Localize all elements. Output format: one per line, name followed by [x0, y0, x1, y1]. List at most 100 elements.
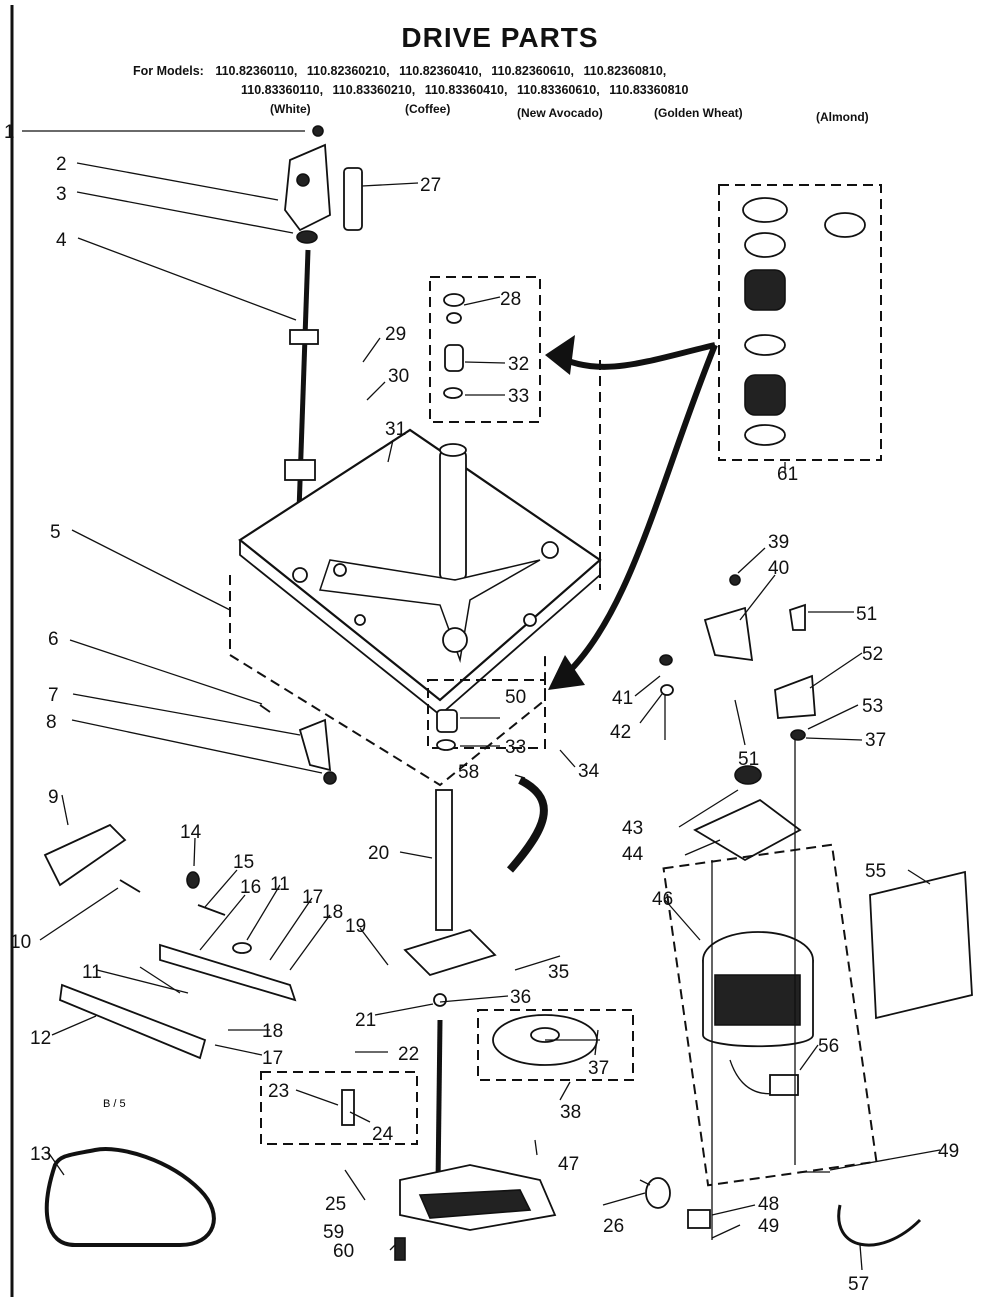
model-number: 110.83360110,: [241, 83, 324, 97]
page-mark: B / 5: [103, 1098, 126, 1110]
part-40-bracket: [703, 606, 754, 662]
part-16-rail: [159, 943, 297, 1002]
callout-23: 23: [268, 1081, 289, 1102]
part-58-arm: [506, 776, 548, 873]
callout-35: 35: [548, 962, 569, 983]
callout-13: 13: [30, 1144, 51, 1165]
spring-kit-box: [718, 184, 882, 461]
callout-14: 14: [180, 822, 202, 843]
callout-32: 32: [508, 354, 529, 375]
callout-40: 40: [768, 558, 789, 579]
arrow-to-part-50: [558, 343, 718, 683]
callout-12: 12: [30, 1028, 51, 1049]
callout-33: 33: [508, 386, 529, 407]
callout-26: 26: [603, 1216, 624, 1237]
callout-61: 61: [777, 464, 798, 485]
part-44-plate: [693, 798, 802, 862]
color-label: (New Avocado): [517, 106, 603, 120]
callout-58: 58: [458, 762, 479, 783]
callout-56: 56: [818, 1036, 839, 1057]
part-9-switch: [43, 823, 127, 887]
callout-16: 16: [240, 877, 261, 898]
arrow-to-bearing-kit: [553, 342, 716, 370]
color-label: (White): [270, 102, 311, 116]
bearing-kit-box: [429, 276, 541, 423]
callout-29: 29: [385, 324, 406, 345]
part-55-panel: [869, 870, 973, 1020]
shift-rod-assembly: [284, 125, 331, 541]
callout-22: 22: [398, 1044, 419, 1065]
callout-9: 9: [48, 787, 59, 808]
callout-11: 11: [82, 962, 102, 983]
callout-18: 18: [262, 1021, 283, 1042]
callout-27: 27: [420, 175, 441, 196]
color-label: (Coffee): [405, 102, 451, 116]
callout-50: 50: [505, 687, 526, 708]
callout-1: 1: [4, 122, 15, 143]
model-number: 110.82360810,: [583, 64, 667, 78]
callout-43: 43: [622, 818, 643, 839]
callout-18: 18: [322, 902, 343, 923]
color-label: (Golden Wheat): [654, 106, 743, 120]
callout-17: 17: [262, 1048, 283, 1069]
models-line-1: For Models: 110.82360110, 110.82360210, …: [133, 64, 666, 78]
leader-lines: [22, 130, 941, 1271]
callout-39: 39: [768, 532, 789, 553]
callout-55: 55: [865, 861, 886, 882]
part-51-bolt: [788, 603, 806, 631]
callout-59: 59: [323, 1222, 344, 1243]
callout-60: 60: [333, 1241, 354, 1262]
callout-5: 5: [50, 522, 61, 543]
part-12-rail: [59, 983, 207, 1060]
callout-4: 4: [56, 230, 67, 251]
motor-46: [702, 931, 814, 1096]
callout-3: 3: [56, 184, 67, 205]
model-number: 110.83360210,: [332, 83, 416, 97]
callout-10: 10: [10, 932, 31, 953]
part-48: [687, 1209, 711, 1229]
callout-31: 31: [385, 419, 406, 440]
part-47: [645, 1177, 671, 1209]
model-number: 110.83360810: [609, 83, 689, 97]
part-27-tube: [343, 167, 363, 231]
page-title: DRIVE PARTS: [401, 22, 599, 53]
callout-6: 6: [48, 629, 59, 650]
callout-33: 33: [505, 737, 526, 758]
callout-52: 52: [862, 644, 883, 665]
base-plate: [238, 428, 602, 717]
part-57-clip: [837, 1204, 922, 1247]
callout-20: 20: [368, 843, 389, 864]
model-number: 110.83360610,: [516, 83, 600, 97]
spring-kit-parts: [742, 197, 866, 446]
model-number: 110.82360410,: [399, 64, 482, 78]
base-dashed-outline: [229, 575, 546, 787]
callout-46: 46: [652, 889, 673, 910]
belt-13: [44, 1147, 216, 1247]
callout-53: 53: [862, 696, 883, 717]
callout-19: 19: [345, 916, 366, 937]
part-7-bracket: [298, 718, 332, 772]
part-52-clip: [774, 674, 816, 719]
callout-labels: 1 2 3 4 5 6 7 8 9 10 11 11 12 13 14 15 1…: [4, 122, 959, 1295]
model-number: 110.82360610,: [491, 64, 575, 78]
callout-2: 2: [56, 154, 67, 175]
callout-34: 34: [578, 761, 600, 782]
part-23-box: [260, 1071, 418, 1145]
motor-box: [662, 843, 878, 1187]
callout-42: 42: [610, 722, 631, 743]
callout-51: 51: [856, 604, 877, 625]
callout-51: 51: [738, 749, 759, 770]
callout-15: 15: [233, 852, 254, 873]
model-number: 110.83360410,: [424, 83, 508, 97]
callout-21: 21: [355, 1010, 376, 1031]
callout-11: 11: [270, 874, 290, 895]
callout-47: 47: [558, 1154, 579, 1175]
callout-30: 30: [388, 366, 409, 387]
callout-37: 37: [588, 1058, 609, 1079]
callout-36: 36: [510, 987, 531, 1008]
callout-37: 37: [865, 730, 886, 751]
callout-57: 57: [848, 1274, 869, 1295]
callout-8: 8: [46, 712, 57, 733]
